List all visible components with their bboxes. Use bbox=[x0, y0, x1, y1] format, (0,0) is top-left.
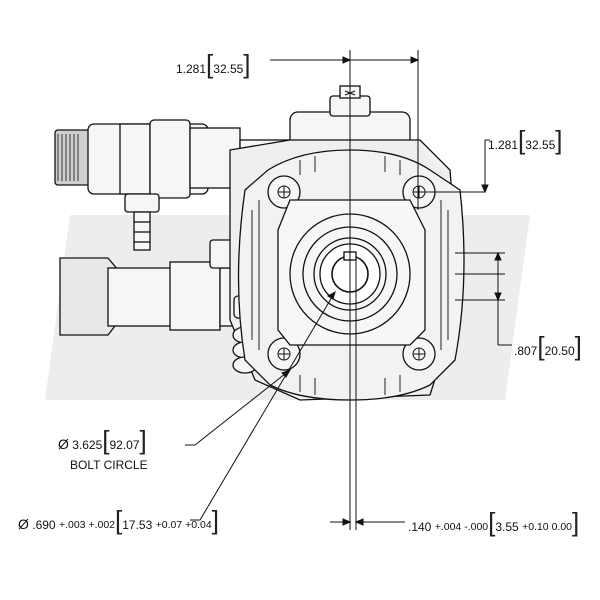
bracket-close: ] bbox=[211, 505, 219, 535]
bracket-close: ] bbox=[572, 507, 580, 537]
tol-lower: -.000 bbox=[464, 521, 489, 534]
shaft-tolerance-metric: +0.07 +0.04 bbox=[156, 520, 212, 531]
bracket-open: [ bbox=[206, 49, 214, 79]
shaft-tolerance-inch: +.003 +.002 bbox=[59, 520, 115, 531]
dim-bolt-circle-value: 3.625 bbox=[72, 438, 103, 452]
dim-keyway-width: .140 +.004 -.000 [3.55 +0.10 0.00 ] bbox=[408, 507, 580, 537]
dim-keyway-width-value: .140 bbox=[408, 520, 432, 534]
dim-right-height-value: 1.281 bbox=[488, 138, 519, 152]
dim-right-height: 1.281[32.55] bbox=[488, 125, 563, 155]
dim-top-width: 1.281[32.55] bbox=[176, 49, 251, 79]
unloader-valve bbox=[59, 239, 251, 336]
tol-upper: +.003 bbox=[58, 519, 86, 532]
keyway-tolerance-inch: +.004 -.000 bbox=[435, 522, 488, 533]
dim-top-width-value: 1.281 bbox=[176, 62, 207, 76]
metric-tol-lower: +0.04 bbox=[185, 519, 212, 532]
bracket-close: ] bbox=[555, 125, 563, 155]
dim-shaft-diameter-value: .690 bbox=[32, 518, 56, 532]
dim-bolt-circle: Ø 3.625[92.07] bbox=[58, 425, 147, 455]
dim-right-height-metric: 32.55 bbox=[525, 138, 556, 152]
bracket-open: [ bbox=[537, 331, 545, 361]
tol-upper: +.004 bbox=[434, 521, 462, 534]
metric-tol-upper: +0.10 bbox=[522, 521, 549, 534]
bracket-open: [ bbox=[115, 505, 123, 535]
dim-keyway-height: .807[20.50] bbox=[514, 331, 582, 361]
bracket-open: [ bbox=[518, 125, 526, 155]
dim-shaft-diameter: Ø .690 +.003 +.002 [17.53 +0.07 +0.04 ] bbox=[18, 505, 219, 535]
bracket-close: ] bbox=[139, 425, 147, 455]
dim-keyway-height-value: .807 bbox=[514, 344, 538, 358]
bracket-close: ] bbox=[574, 331, 582, 361]
metric-tol-lower: 0.00 bbox=[551, 521, 573, 534]
dim-bolt-circle-metric: 92.07 bbox=[109, 438, 140, 452]
dim-keyway-width-metric: 3.55 bbox=[495, 520, 519, 534]
diameter-symbol: Ø bbox=[18, 516, 29, 532]
metric-tol-upper: +0.07 bbox=[155, 519, 183, 532]
bracket-open: [ bbox=[488, 507, 496, 537]
dim-shaft-diameter-metric: 17.53 bbox=[122, 518, 153, 532]
diameter-symbol: Ø bbox=[58, 436, 69, 452]
bolt-circle-label: BOLT CIRCLE bbox=[70, 458, 148, 472]
bracket-open: [ bbox=[102, 425, 110, 455]
dim-top-width-metric: 32.55 bbox=[213, 62, 244, 76]
bracket-close: ] bbox=[243, 49, 251, 79]
dim-keyway-height-metric: 20.50 bbox=[544, 344, 575, 358]
keyway-tolerance-metric: +0.10 0.00 bbox=[522, 522, 572, 533]
tol-lower: +.002 bbox=[88, 519, 116, 532]
